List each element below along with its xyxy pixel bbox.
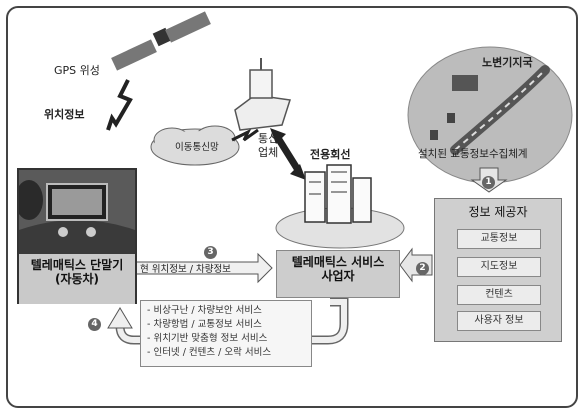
info-provider-title: 정보 제공자: [468, 205, 528, 219]
sensor-icon-2: [430, 130, 438, 140]
info-provider-panel: 정보 제공자 교통정보 지도정보 컨텐츠 사용자 정보: [434, 198, 562, 342]
road-lane-mark: [454, 69, 546, 151]
mobile-network-cloud-icon: [150, 125, 240, 166]
carrier-label-line-2: 업체: [258, 146, 279, 159]
terminal-return-arrow-fill: [117, 325, 140, 343]
step-number-3: 3: [204, 246, 217, 259]
sensor-icon: [447, 113, 455, 123]
carrier-label: 통신 업체: [258, 132, 278, 160]
roadside-station-icon: [452, 75, 478, 91]
car-dashboard-image: [19, 170, 135, 254]
dedicated-line-label: 전용회선: [310, 148, 351, 161]
signal-bolt-icon: [106, 79, 133, 131]
terminal-to-provider-label: 현 위치정보 / 차량정보: [140, 264, 231, 275]
signal-bolt-icon-2: [231, 128, 259, 142]
step-number-2: 2: [416, 262, 429, 275]
service-provider-building-icon: [275, 164, 405, 249]
position-info-label: 위치정보: [44, 108, 85, 121]
info-item-map: 지도정보: [457, 257, 541, 277]
terminal-to-service-arrow: [133, 252, 273, 284]
service-provider-title: 텔레매틱스 서비스: [291, 255, 385, 269]
gps-satellite-label: GPS 위성: [54, 64, 100, 77]
terminal-title: 텔레매틱스 단말기: [30, 258, 124, 272]
traffic-system-label: 설치된 교통정보수집체계: [418, 148, 528, 160]
info-item-contents: 컨텐츠: [457, 285, 541, 305]
service-provider-box: 텔레매틱스 서비스 사업자: [276, 250, 400, 298]
service-item: - 위치기반 맞춤형 정보 서비스: [147, 333, 268, 344]
terminal-caption: 텔레매틱스 단말기 (자동차): [19, 254, 135, 304]
carrier-building-icon: [234, 58, 291, 131]
terminal-return-arrowhead: [107, 307, 133, 329]
service-item: - 비상구난 / 차량보안 서비스: [147, 305, 262, 316]
mobile-network-label: 이동통신망: [175, 142, 219, 153]
dedicated-line-arrow: [275, 136, 301, 172]
service-item: - 차량항법 / 교통정보 서비스: [147, 319, 262, 330]
terminal-subtitle: (자동차): [54, 272, 100, 286]
service-return-arrow-fill: [304, 299, 347, 343]
services-list-box: - 비상구난 / 차량보안 서비스 - 차량항법 / 교통정보 서비스 - 위치…: [140, 300, 312, 367]
service-item: - 인터넷 / 컨텐츠 / 오락 서비스: [147, 347, 272, 358]
step-number-4: 4: [88, 318, 101, 331]
terminal-box: 텔레매틱스 단말기 (자동차): [17, 168, 137, 304]
gps-satellite-icon: [111, 11, 211, 71]
carrier-label-line-1: 통신: [258, 132, 279, 145]
step-number-1: 1: [482, 176, 495, 189]
info-item-user: 사용자 정보: [457, 311, 541, 331]
info-item-traffic: 교통정보: [457, 229, 541, 249]
service-provider-subtitle: 사업자: [321, 269, 355, 283]
roadside-station-label: 노변기지국: [482, 56, 533, 69]
